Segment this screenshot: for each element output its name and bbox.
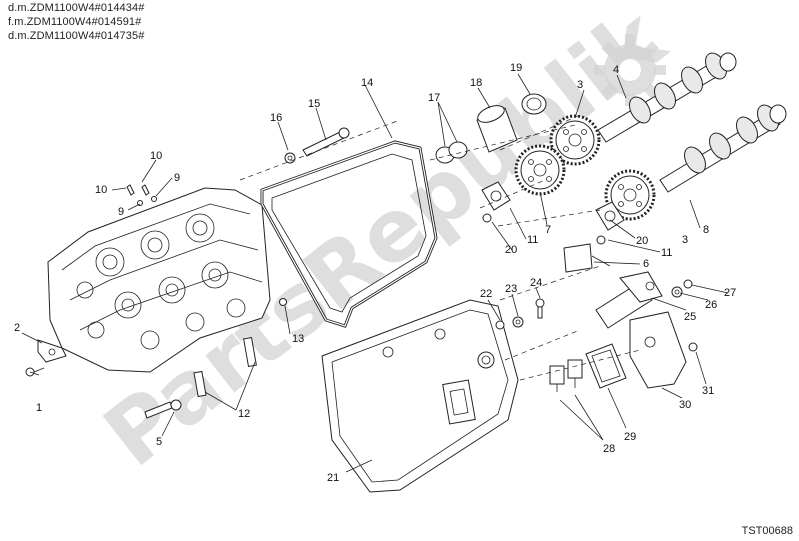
callout-4: 4: [613, 64, 619, 76]
callout-16: 16: [270, 112, 282, 124]
part-20-flange-right: [595, 201, 625, 245]
callout-7: 7: [545, 224, 551, 236]
part-5-bolt: [144, 399, 182, 419]
callout-9-a: 9: [174, 172, 180, 184]
part-8-camshaft: [659, 104, 787, 193]
callout-11-a: 11: [527, 234, 538, 246]
callout-26: 26: [705, 299, 717, 311]
part-24-bolt: [535, 298, 545, 319]
callout-27: 27: [724, 287, 736, 299]
callout-18: 18: [470, 77, 482, 89]
part-2-bracket: [37, 339, 67, 363]
callout-12: 12: [238, 408, 250, 420]
part-26-washer: [671, 286, 683, 298]
header-line-1: d.m.ZDM1100W4#014434#: [8, 2, 145, 14]
part-6-sensor: [563, 243, 611, 273]
part-21-head-cover: [321, 299, 519, 493]
part-29-gasket: [585, 343, 627, 389]
watermark-gear-icon: [594, 34, 666, 106]
callout-20-a: 20: [505, 244, 517, 256]
part-25-tensioner: [595, 271, 663, 329]
callout-24: 24: [530, 277, 542, 289]
header-line-2: f.m.ZDM1100W4#014591#: [8, 16, 142, 28]
callout-3-lower: 3: [682, 234, 688, 246]
part-3-gear-lower: [604, 169, 656, 221]
part-9-10-studs: [126, 184, 157, 206]
part-16-washer: [284, 152, 296, 164]
callout-1: 1: [36, 402, 42, 414]
part-1-bolt: [25, 367, 45, 377]
callout-28: 28: [603, 443, 615, 455]
callout-6: 6: [643, 258, 649, 270]
part-18-sleeve: [476, 105, 518, 153]
callout-5: 5: [156, 436, 162, 448]
part-7-gear: [514, 144, 566, 196]
part-13-plug: [279, 298, 287, 306]
part-31-bolt: [688, 342, 698, 352]
callout-19: 19: [510, 62, 522, 74]
callout-10-b: 10: [95, 184, 107, 196]
alignment-lines: [239, 114, 641, 381]
callout-labels: 1 2 3 3 4 5 6 7 8 9 9 10 10 11 11 12 13 …: [14, 62, 736, 484]
callout-13: 13: [292, 333, 304, 345]
callout-23: 23: [505, 283, 517, 295]
part-15-bolt: [302, 127, 350, 157]
callout-8: 8: [703, 224, 709, 236]
callout-11-b: 11: [661, 247, 672, 259]
callout-15: 15: [308, 98, 320, 110]
cylinder-head: [47, 187, 271, 373]
callout-3-upper: 3: [577, 79, 583, 91]
callout-2: 2: [14, 322, 20, 334]
callout-22: 22: [480, 288, 492, 300]
part-17-o-rings: [435, 141, 468, 164]
leader-lines: [21, 73, 729, 473]
part-23-bushing: [512, 316, 524, 328]
callout-29: 29: [624, 431, 636, 443]
callout-30: 30: [679, 399, 691, 411]
callout-10-a: 10: [150, 150, 162, 162]
callout-21: 21: [327, 472, 339, 484]
part-14-gasket: [260, 140, 438, 328]
part-27-bolt: [683, 279, 693, 289]
part-28-connectors: [549, 359, 583, 392]
part-22-washer: [495, 320, 505, 330]
part-19-seal: [521, 93, 547, 115]
callout-14: 14: [361, 77, 373, 89]
callout-20-b: 20: [636, 235, 648, 247]
part-12-dowels: [193, 336, 257, 398]
callout-17: 17: [428, 92, 440, 104]
callout-9-b: 9: [118, 206, 124, 218]
diagram-code: TST00688: [741, 525, 793, 537]
header-line-3: d.m.ZDM1100W4#014735#: [8, 30, 145, 42]
callout-31: 31: [702, 385, 714, 397]
part-4-camshaft: [597, 52, 737, 143]
callout-25: 25: [684, 311, 696, 323]
part-30-cover: [629, 311, 687, 389]
